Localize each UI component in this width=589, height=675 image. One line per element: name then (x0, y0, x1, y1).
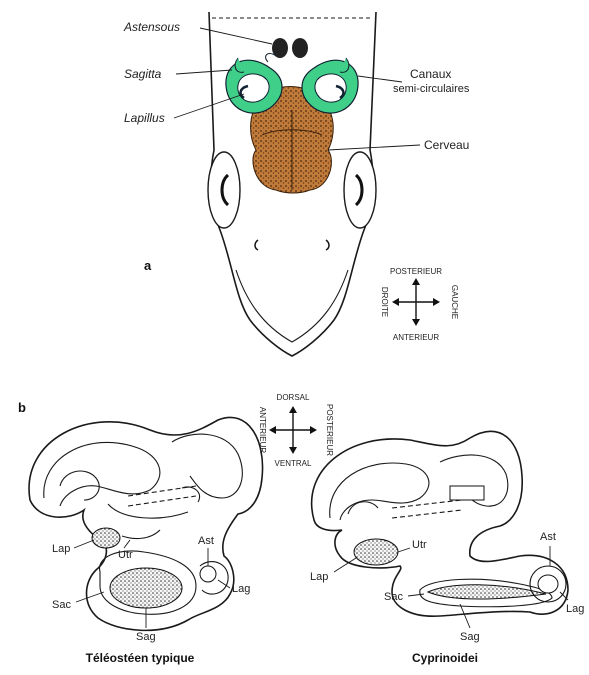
compass-a-bottom: ANTERIEUR (393, 333, 439, 342)
compass-a-top: POSTERIEUR (390, 267, 442, 276)
compass-b: DORSAL VENTRAL ANTERIEUR POSTERIEUR (258, 393, 334, 468)
panel-b: b DORSAL VENTRAL ANTERIEUR POSTERIEUR (18, 393, 584, 665)
asteriscus-cyprinoidei (538, 575, 558, 593)
compass-b-top: DORSAL (277, 393, 310, 402)
label-lapillus: Lapillus (124, 111, 165, 125)
asteriscus-otoliths (272, 38, 308, 58)
panel-a: Astensous Sagitta Lapillus Canaux semi-c… (123, 12, 470, 356)
right-eye (344, 152, 376, 228)
lapillus-cyprinoidei (354, 539, 398, 565)
leader-sagitta (176, 70, 232, 74)
teleost-label-lap: Lap (52, 543, 70, 555)
left-nostril (255, 240, 258, 250)
lapillus-teleost (92, 528, 120, 548)
sagitta-teleost (110, 568, 182, 608)
compass-b-bottom: VENTRAL (275, 459, 312, 468)
right-nostril (326, 240, 329, 250)
leader-canaux (358, 76, 402, 82)
compass-a-left: DROITE (380, 287, 389, 317)
left-eye (208, 152, 240, 228)
teleost-label-utr: Utr (118, 549, 133, 561)
semicircular-canals-left (226, 54, 282, 114)
cyprinoidei-label-lap: Lap (310, 571, 328, 583)
panel-a-letter: a (144, 258, 152, 273)
teleost-label-lag: Lag (232, 583, 250, 595)
label-asteriscus: Astensous (123, 20, 180, 34)
label-cerveau: Cerveau (424, 138, 469, 152)
compass-b-right: POSTERIEUR (325, 404, 334, 456)
leader-cerveau (328, 145, 420, 150)
snout-inner-line (236, 270, 348, 342)
inner-ear-cyprinoidei (312, 431, 568, 616)
label-sagitta: Sagitta (124, 67, 162, 81)
cyprinoidei-label-sag: Sag (460, 631, 480, 643)
panel-b-letter: b (18, 400, 26, 415)
cyprinoidei-label-lag: Lag (566, 603, 584, 615)
teleost-label-sag: Sag (136, 631, 156, 643)
asteriscus-teleost (200, 566, 216, 582)
sagitta-cyprinoidei (428, 585, 546, 599)
teleost-label-sac: Sac (52, 599, 71, 611)
caption-cyprinoidei: Cyprinoidei (412, 651, 478, 665)
cyprinoidei-label-sac: Sac (384, 591, 403, 603)
leader-lapillus (174, 94, 244, 118)
semicircular-canals-right (302, 58, 358, 113)
compass-a: POSTERIEUR ANTERIEUR DROITE GAUCHE (380, 267, 459, 342)
teleost-label-ast: Ast (198, 535, 214, 547)
cyprinoidei-label-ast: Ast (540, 531, 556, 543)
caption-teleost: Téléostéen typique (86, 651, 195, 665)
label-canaux-line1: Canaux (410, 67, 451, 81)
cyprinoidei-label-utr: Utr (412, 539, 427, 551)
label-canaux-line2: semi-circulaires (393, 83, 470, 95)
compass-a-right: GAUCHE (450, 285, 459, 319)
